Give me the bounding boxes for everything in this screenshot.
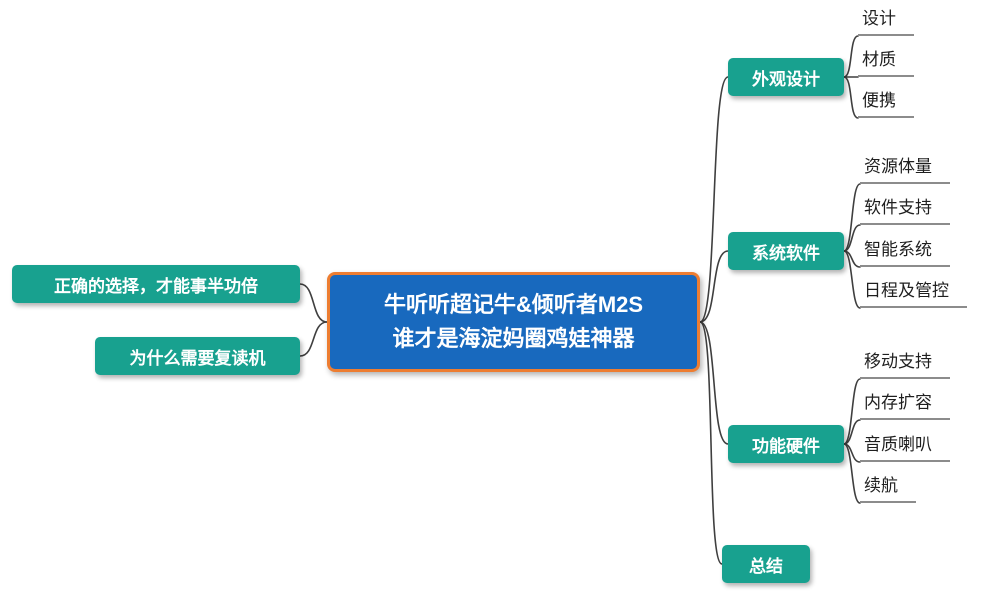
branch-software[interactable]: 系统软件 [728, 232, 844, 270]
branch-summary-label: 总结 [749, 556, 783, 576]
branch-software-label: 系统软件 [752, 243, 820, 263]
leaf-topic[interactable]: 移动支持 [860, 350, 950, 379]
left-subtopic-2-label: 为什么需要复读机 [129, 348, 266, 368]
left-subtopic-2[interactable]: 为什么需要复读机 [95, 337, 300, 375]
leaf-topic[interactable]: 软件支持 [860, 196, 950, 225]
main-topic[interactable]: 牛听听超记牛&倾听者M2S 谁才是海淀妈圈鸡娃神器 [327, 272, 700, 372]
main-topic-line2: 谁才是海淀妈圈鸡娃神器 [392, 326, 635, 351]
leaf-topic[interactable]: 续航 [860, 474, 916, 503]
leaf-topic[interactable]: 日程及管控 [860, 279, 967, 308]
leaf-topic[interactable]: 设计 [858, 7, 914, 36]
branch-summary[interactable]: 总结 [722, 545, 810, 583]
leaf-topic[interactable]: 内存扩容 [860, 391, 950, 420]
leaf-topic[interactable]: 材质 [858, 48, 914, 77]
leaf-topic[interactable]: 音质喇叭 [860, 433, 950, 462]
leaf-topic[interactable]: 资源体量 [860, 155, 950, 184]
main-topic-line1: 牛听听超记牛&倾听者M2S [383, 292, 644, 317]
leaf-topic[interactable]: 便携 [858, 89, 914, 118]
leaf-topic[interactable]: 智能系统 [860, 238, 950, 267]
branch-hardware[interactable]: 功能硬件 [728, 425, 844, 463]
branch-hardware-label: 功能硬件 [752, 436, 820, 456]
branch-appearance-label: 外观设计 [752, 69, 820, 89]
branch-appearance[interactable]: 外观设计 [728, 58, 844, 96]
connector-group [299, 35, 861, 565]
left-subtopic-1-label: 正确的选择，才能事半功倍 [54, 276, 258, 296]
left-subtopic-1[interactable]: 正确的选择，才能事半功倍 [12, 265, 300, 303]
